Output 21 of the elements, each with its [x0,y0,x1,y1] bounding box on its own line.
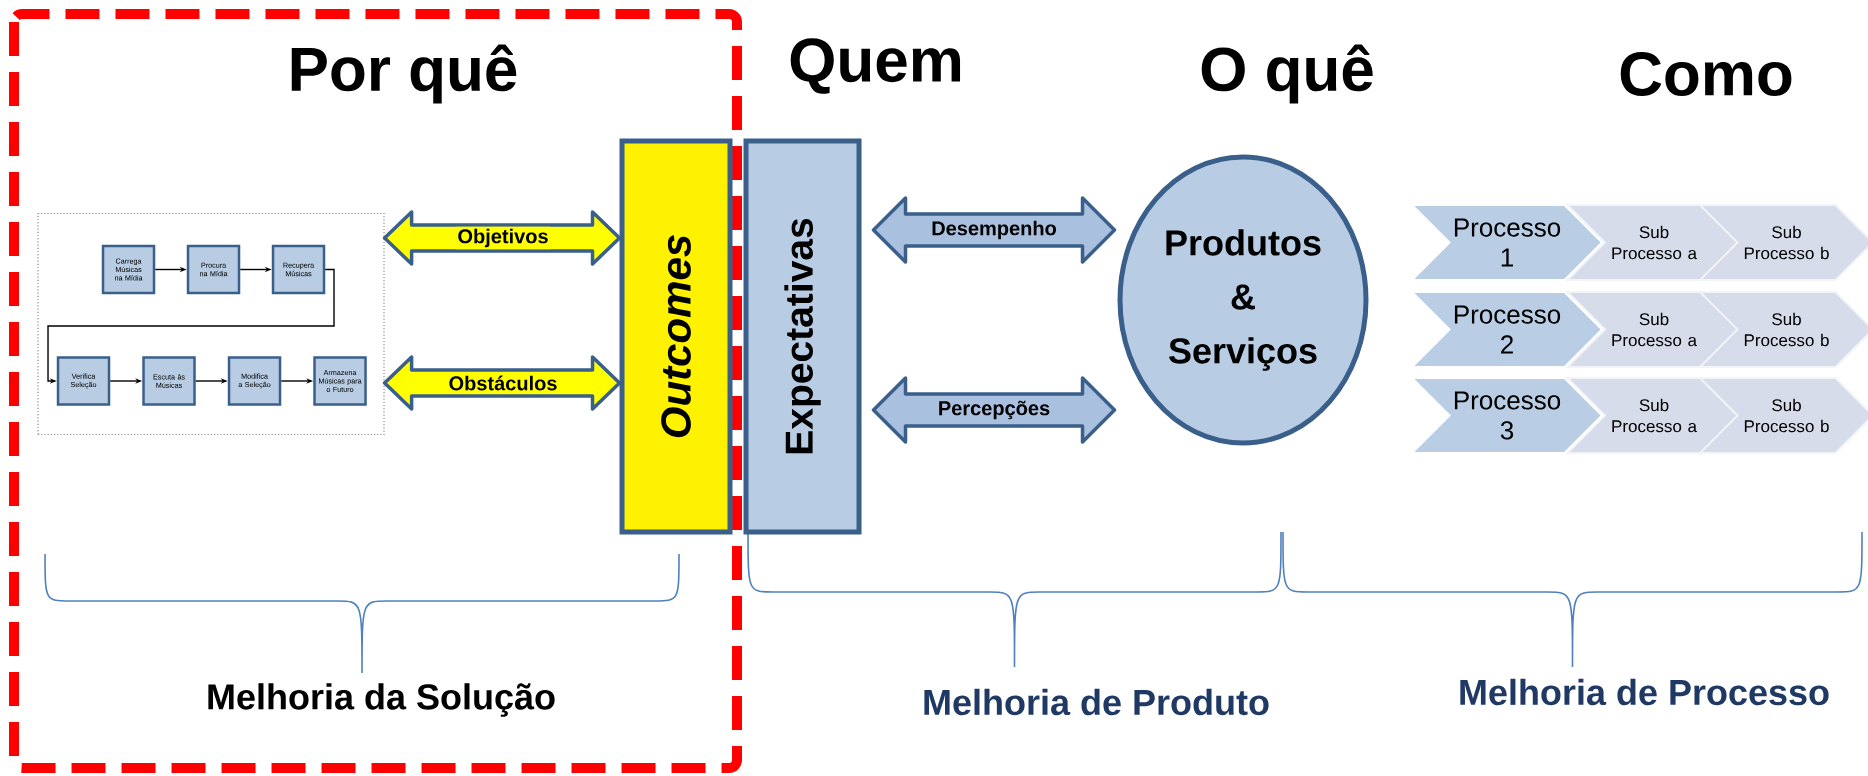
process-step: Sub Processo b [1697,204,1868,281]
process-step: Sub Processo a [1565,377,1742,454]
section-label: Melhoria da Solução [208,683,555,717]
node-label: Sub Processo b [1744,225,1829,260]
heading: Quem [790,38,961,94]
vertical-label-box: Expectativas [743,138,862,535]
process-step: Sub Processo b [1697,291,1868,368]
ellipse-node: Produtos & Serviços [1117,154,1369,446]
edge-label: Objetivos [455,226,551,250]
process-step: Sub Processo b [1697,377,1868,454]
process-step: Sub Processo a [1565,291,1742,368]
edge-label: Desempenho [929,218,1059,242]
heading: O quê [1201,44,1373,104]
node-label: Sub Processo b [1744,312,1829,347]
section-label: Melhoria de Processo [1460,678,1829,706]
node-label: Sub Processo b [1744,398,1829,433]
vertical-label-box: Outcomes [619,138,733,535]
section-label: Melhoria de Produto [924,688,1269,716]
heading: Por quê [291,44,517,104]
heading: Como [1620,52,1792,96]
process-step: Sub Processo a [1565,204,1742,281]
